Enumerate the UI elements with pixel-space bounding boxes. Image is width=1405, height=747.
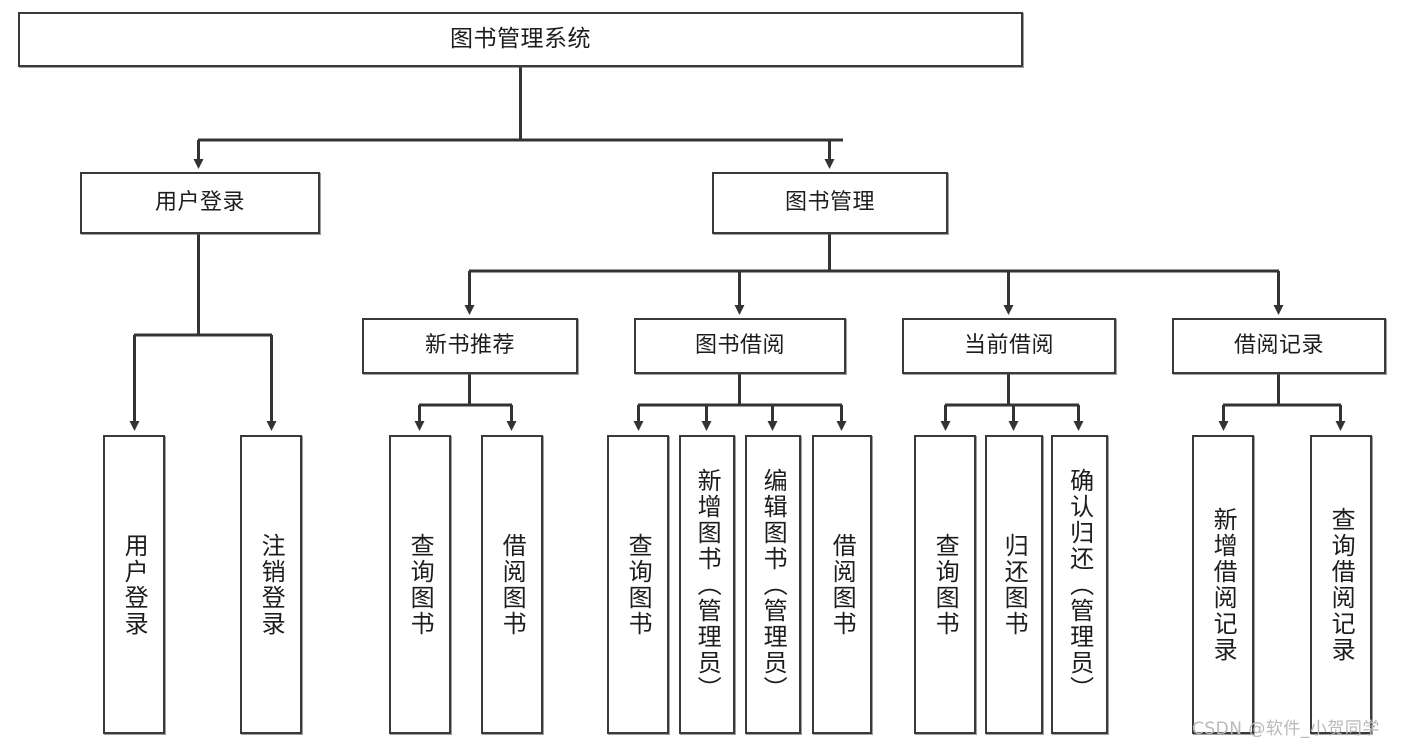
node-leaf-borrow-book-1[interactable]: 借阅图书 [481,435,543,734]
node-current-borrow[interactable]: 当前借阅 [902,318,1116,374]
node-leaf-logout-label: 注销登录 [257,532,286,637]
node-leaf-query-book-3-label: 查询图书 [931,532,960,637]
node-borrow-record[interactable]: 借阅记录 [1172,318,1386,374]
node-leaf-query-book-1-label: 查询图书 [406,532,435,637]
node-book-borrow-label: 图书借阅 [694,333,785,359]
node-user-login-label: 用户登录 [154,190,245,216]
node-user-login[interactable]: 用户登录 [80,172,320,234]
node-leaf-query-book-3[interactable]: 查询图书 [914,435,976,734]
node-current-borrow-label: 当前借阅 [963,333,1054,359]
node-leaf-query-book-1[interactable]: 查询图书 [389,435,451,734]
node-leaf-add-book-label: 新增图书（管理员） [693,467,722,702]
node-leaf-logout[interactable]: 注销登录 [240,435,302,734]
node-leaf-confirm-return-label: 确认归还（管理员） [1065,467,1094,702]
node-leaf-borrow-book-2-label: 借阅图书 [828,532,857,637]
node-leaf-edit-book[interactable]: 编辑图书（管理员） [745,435,801,734]
node-book-borrow[interactable]: 图书借阅 [634,318,846,374]
node-leaf-confirm-return[interactable]: 确认归还（管理员） [1051,435,1108,734]
node-leaf-return-book[interactable]: 归还图书 [985,435,1043,734]
node-leaf-edit-book-label: 编辑图书（管理员） [759,467,788,702]
node-book-manage-label: 图书管理 [784,190,875,216]
node-new-book-rec[interactable]: 新书推荐 [362,318,578,374]
node-leaf-query-record[interactable]: 查询借阅记录 [1310,435,1372,734]
node-book-manage[interactable]: 图书管理 [712,172,948,234]
node-leaf-add-record[interactable]: 新增借阅记录 [1192,435,1254,734]
node-leaf-return-book-label: 归还图书 [1000,532,1029,637]
node-leaf-add-record-label: 新增借阅记录 [1209,506,1238,663]
node-root-label: 图书管理系统 [450,26,591,53]
node-root[interactable]: 图书管理系统 [18,12,1023,67]
node-leaf-query-book-2[interactable]: 查询图书 [607,435,669,734]
node-leaf-borrow-book-1-label: 借阅图书 [498,532,527,637]
node-leaf-user-login-label: 用户登录 [120,532,149,637]
node-leaf-query-record-label: 查询借阅记录 [1327,506,1356,663]
node-leaf-query-book-2-label: 查询图书 [624,532,653,637]
node-borrow-record-label: 借阅记录 [1233,333,1324,359]
node-leaf-add-book[interactable]: 新增图书（管理员） [679,435,735,734]
watermark-text: CSDN @软件_小贺同学 [1192,719,1380,739]
node-leaf-borrow-book-2[interactable]: 借阅图书 [812,435,872,734]
node-leaf-user-login[interactable]: 用户登录 [103,435,165,734]
node-new-book-rec-label: 新书推荐 [424,333,515,359]
